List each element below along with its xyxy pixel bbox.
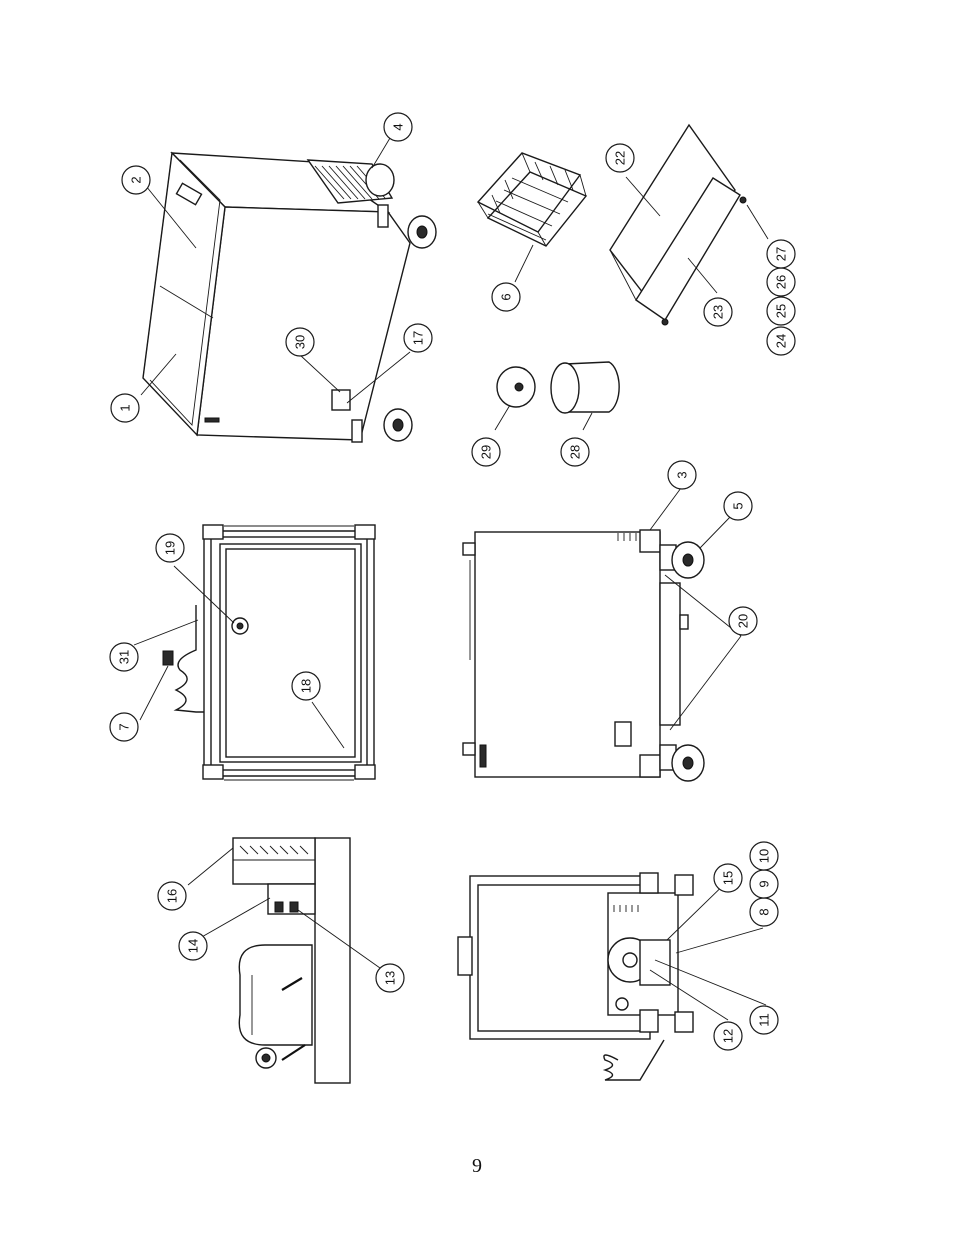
- callout-label: 27: [774, 247, 789, 261]
- callout-label: 5: [731, 502, 746, 509]
- callout-label: 20: [736, 614, 751, 628]
- callout-29: 29: [471, 437, 501, 467]
- isometric-cabinet-view: [140, 132, 437, 443]
- lid-panel-view: [609, 123, 769, 326]
- callout-7: 7: [109, 712, 139, 742]
- callout-label: 18: [299, 679, 314, 693]
- callout-circle: [375, 963, 405, 993]
- callout-label: 14: [186, 939, 201, 953]
- callout-circle: [383, 112, 413, 142]
- callout-8: 8: [749, 897, 779, 927]
- callout-circle: [285, 327, 315, 357]
- callout-label: 17: [411, 331, 426, 345]
- callout-1: 1: [110, 393, 140, 423]
- callout-11: 11: [749, 1005, 779, 1035]
- callout-10: 10: [749, 841, 779, 871]
- callout-circle: [109, 712, 139, 742]
- callout-label: 22: [613, 151, 628, 165]
- callout-3: 3: [667, 460, 697, 490]
- callout-label: 8: [757, 908, 772, 915]
- callout-label: 2: [129, 176, 144, 183]
- callout-label: 1: [118, 404, 133, 411]
- callout-25: 25: [766, 296, 796, 326]
- callout-circle: [713, 1021, 743, 1051]
- side-view-casters: [462, 487, 742, 782]
- callout-30: 30: [285, 327, 315, 357]
- callout-circle: [471, 437, 501, 467]
- callout-23: 23: [703, 297, 733, 327]
- callout-circle: [766, 296, 796, 326]
- top-view-door: [133, 524, 376, 781]
- callout-circle: [110, 393, 140, 423]
- callout-19: 19: [155, 533, 185, 563]
- callout-circle: [560, 437, 590, 467]
- callout-5: 5: [723, 491, 753, 521]
- callout-label: 16: [165, 889, 180, 903]
- callout-label: 26: [774, 275, 789, 289]
- callout-circle: [723, 491, 753, 521]
- callout-20: 20: [728, 606, 758, 636]
- callout-circle: [749, 1005, 779, 1035]
- callout-12: 12: [713, 1021, 743, 1051]
- wire-basket-view: [476, 152, 588, 283]
- callout-label: 19: [163, 541, 178, 555]
- callout-17: 17: [403, 323, 433, 353]
- callout-4: 4: [383, 112, 413, 142]
- callout-label: 30: [293, 335, 308, 349]
- callout-circle: [157, 881, 187, 911]
- callout-label: 7: [117, 723, 132, 730]
- callout-circle: [728, 606, 758, 636]
- callout-label: 11: [757, 1013, 772, 1027]
- callout-label: 12: [721, 1029, 736, 1043]
- callout-18: 18: [291, 671, 321, 701]
- callout-circle: [766, 239, 796, 269]
- callout-label: 25: [774, 304, 789, 318]
- callout-9: 9: [749, 869, 779, 899]
- callout-label: 6: [499, 293, 514, 300]
- callout-6: 6: [491, 282, 521, 312]
- callout-label: 29: [479, 445, 494, 459]
- callout-28: 28: [560, 437, 590, 467]
- callout-label: 15: [721, 871, 736, 885]
- callout-label: 10: [757, 849, 772, 863]
- callout-15: 15: [713, 863, 743, 893]
- callout-27: 27: [766, 239, 796, 269]
- callout-circle: [109, 642, 139, 672]
- callout-circle: [749, 841, 779, 871]
- callout-label: 28: [568, 445, 583, 459]
- callout-label: 3: [675, 471, 690, 478]
- callout-label: 13: [383, 971, 398, 985]
- page-number: 9: [472, 1155, 482, 1177]
- callout-2: 2: [121, 165, 151, 195]
- callout-label: 31: [117, 650, 132, 664]
- callout-circle: [703, 297, 733, 327]
- callout-circle: [291, 671, 321, 701]
- callout-circle: [605, 143, 635, 173]
- callout-31: 31: [109, 642, 139, 672]
- callout-label: 24: [774, 334, 789, 348]
- callout-label: 23: [711, 305, 726, 319]
- callout-14: 14: [178, 931, 208, 961]
- rear-view-compressor: [457, 869, 767, 1081]
- callout-circle: [155, 533, 185, 563]
- callout-26: 26: [766, 267, 796, 297]
- callout-label: 4: [391, 123, 406, 130]
- callout-22: 22: [605, 143, 635, 173]
- condensing-unit-view: [187, 837, 381, 1084]
- callout-circle: [491, 282, 521, 312]
- callout-label: 9: [757, 880, 772, 887]
- callout-24: 24: [766, 326, 796, 356]
- callout-circle: [667, 460, 697, 490]
- callout-16: 16: [157, 881, 187, 911]
- cylinder-disc-view: [494, 361, 620, 431]
- callout-13: 13: [375, 963, 405, 993]
- callout-bubbles: 1234567891011121314151617181920222324252…: [109, 112, 796, 1051]
- callout-circle: [178, 931, 208, 961]
- callout-circle: [403, 323, 433, 353]
- callout-circle: [121, 165, 151, 195]
- callout-circle: [713, 863, 743, 893]
- callout-circle: [766, 326, 796, 356]
